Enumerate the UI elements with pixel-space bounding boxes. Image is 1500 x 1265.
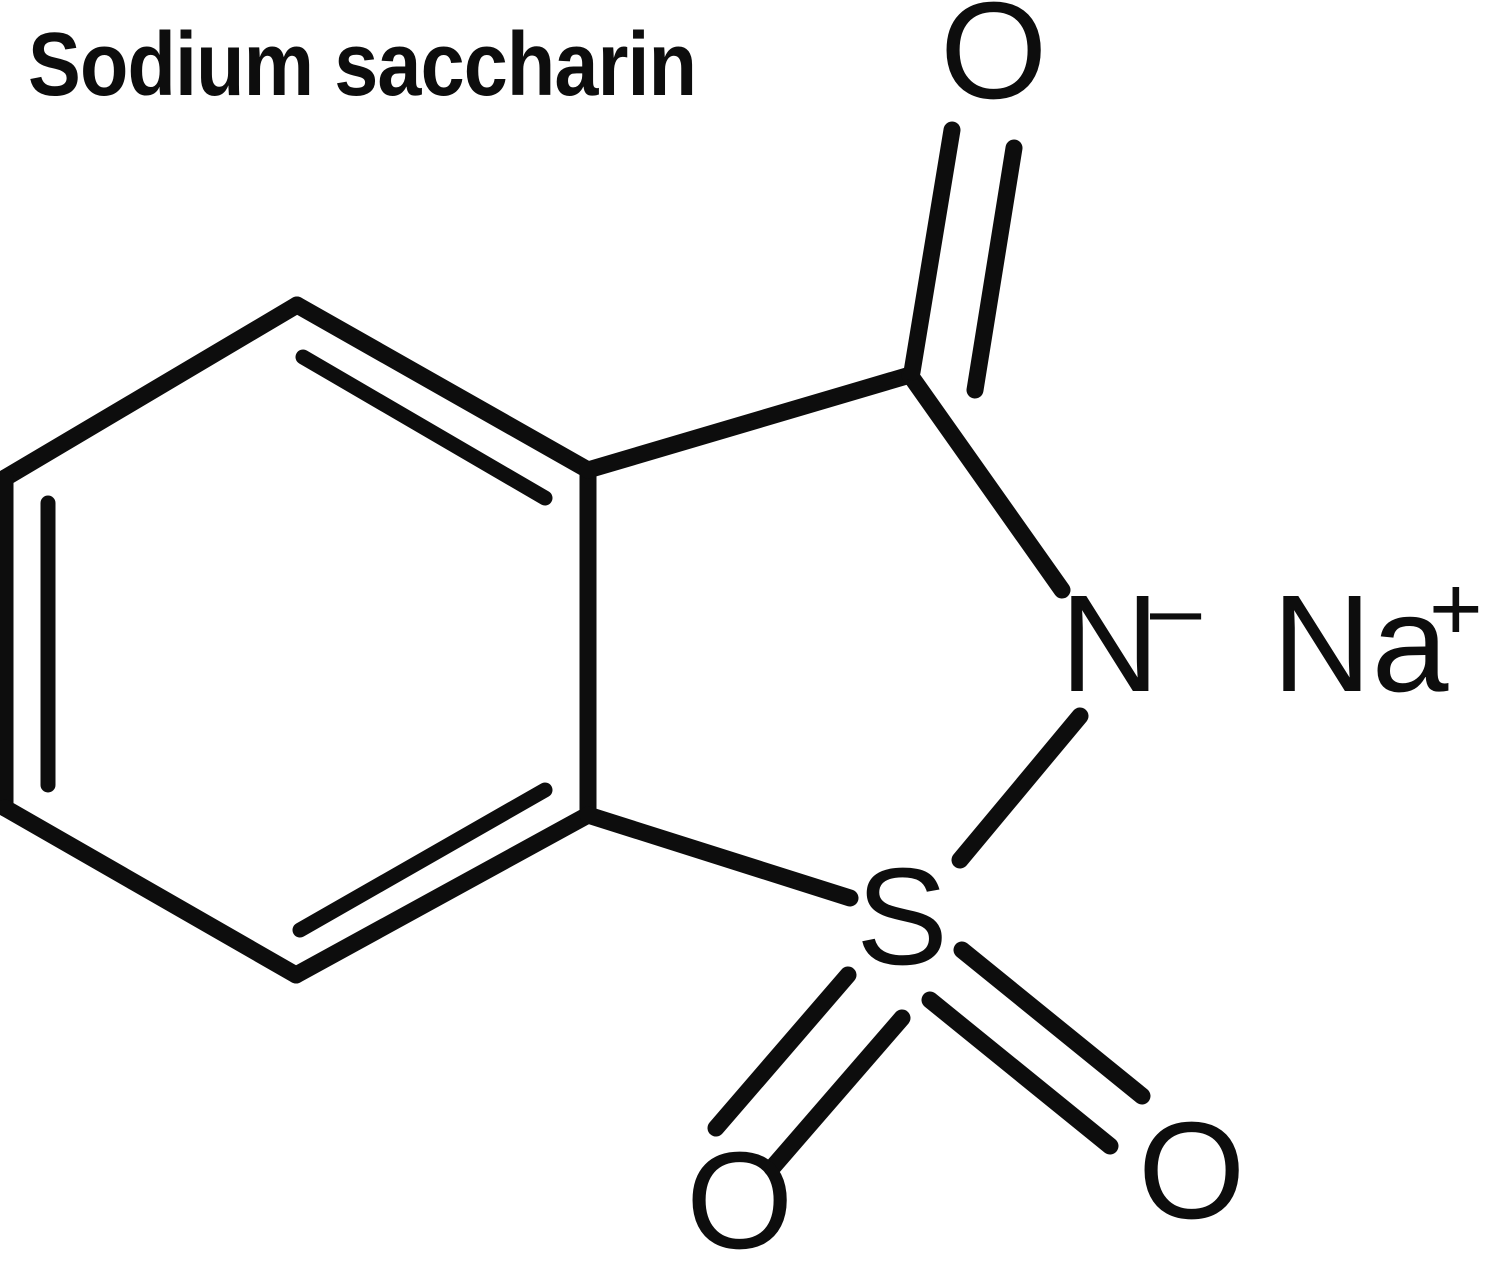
- bond-c3-c4: [0, 799, 305, 984]
- bond-c4-c4a: [287, 806, 597, 984]
- bond-s-c4a: [579, 806, 859, 907]
- atom-label-sodium: Na: [1272, 567, 1449, 721]
- charge-label-sodium-plus: +: [1429, 558, 1483, 660]
- double-bond-s-o-left-line2: [763, 1009, 911, 1177]
- double-bond-inner-c7a-c1: [295, 349, 553, 506]
- double-bond-s-o-right-line1: [953, 941, 1151, 1105]
- benzene-inner-double-bonds: [40, 349, 553, 938]
- carbonyl-double-bond: [903, 121, 1023, 399]
- double-bond-s-o-right-line2: [921, 991, 1119, 1155]
- sulfonyl-double-bond-left: [707, 966, 911, 1177]
- atom-label-oxygen-sulfonyl-left: O: [686, 1124, 794, 1265]
- double-bond-ccarbonyl-o-line1: [903, 121, 961, 381]
- bond-c1-c2: [0, 296, 306, 487]
- charge-label-nitrogen-minus: –: [1150, 558, 1202, 660]
- atom-label-oxygen-carbonyl: O: [940, 0, 1048, 128]
- bond-c7a-ccarbonyl: [579, 366, 919, 479]
- sulfonyl-double-bond-right: [921, 941, 1151, 1155]
- bond-n-s: [951, 707, 1089, 869]
- bond-c7a-c1: [288, 296, 597, 479]
- atom-label-sulfur: S: [856, 840, 949, 994]
- isothiazole-ring-bonds: [579, 366, 1089, 907]
- double-bond-ccarbonyl-o-line2: [966, 139, 1023, 399]
- atom-label-nitrogen: N: [1060, 567, 1160, 721]
- atom-label-oxygen-sulfonyl-right: O: [1138, 1094, 1246, 1248]
- bond-ccarbonyl-n: [901, 366, 1071, 599]
- benzene-ring: [0, 296, 597, 984]
- double-bond-inner-c4-c4a: [292, 782, 553, 938]
- double-bond-s-o-left-line1: [707, 966, 857, 1137]
- page-title: Sodium saccharin: [28, 15, 697, 115]
